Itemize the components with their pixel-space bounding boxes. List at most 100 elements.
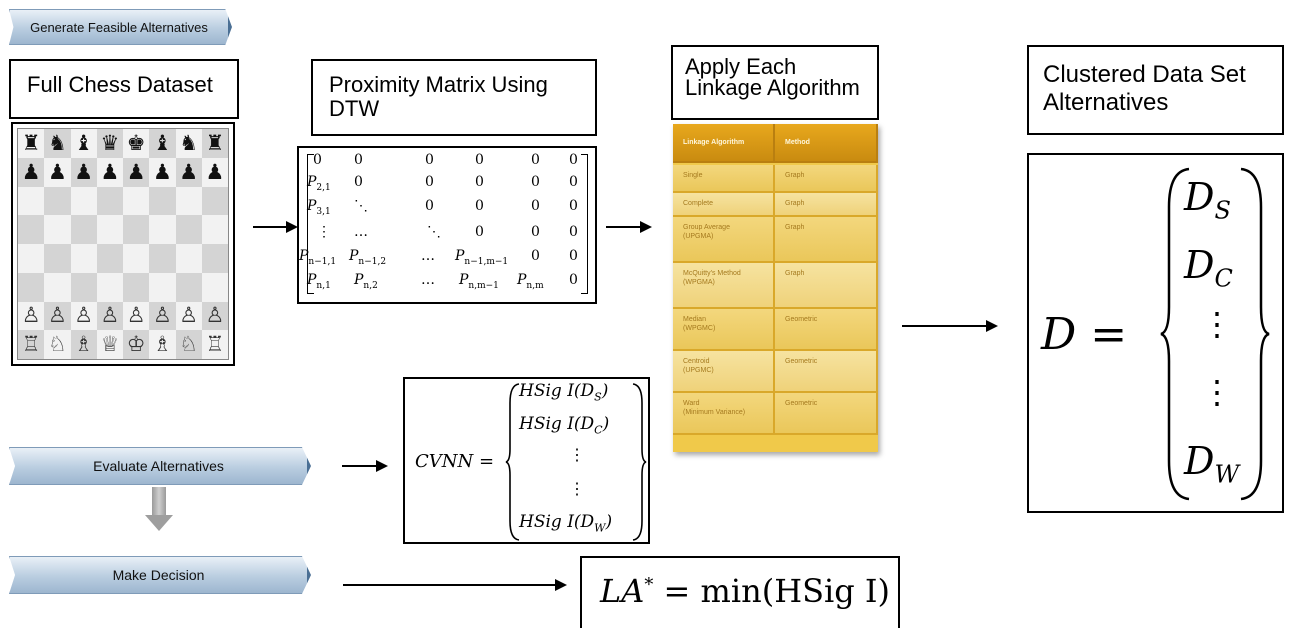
linkage-algorithm-subname: (Minimum Variance) [683,409,746,416]
linkage-algorithm-subname: (UPGMA) [683,233,714,240]
chess-square [70,215,97,244]
linkage-table-row: Group Average(UPGMA)Graph [673,217,878,263]
linkage-algorithm-name: Complete [683,200,713,207]
chess-piece: ♘ [44,330,71,359]
chess-piece: ♖ [201,330,228,359]
chess-piece: ♙ [70,301,97,331]
clustered-item-ds: DS [1184,175,1231,225]
matrix-entry: 0 [531,224,540,240]
clustered-right-brace [1240,167,1270,501]
chess-piece: ♚ [123,129,150,158]
cvnn-item-dc: HSig I(DC) [519,414,610,437]
chess-square [44,186,71,216]
cvnn-item-dw: HSig I(DW) [519,512,613,535]
matrix-entry: ⋱ [427,224,441,240]
chess-square [18,272,45,302]
down-arrow-evaluate-to-decide [152,487,166,517]
chess-piece: ♟ [70,157,97,187]
chess-square [201,186,228,216]
chess-square [123,186,150,216]
chess-piece: ♙ [44,301,71,331]
proximity-title-box: Proximity Matrix Using DTW [311,59,597,136]
matrix-left-bracket [307,154,314,294]
clustered-left-brace [1160,167,1190,501]
matrix-entry: Pn−1,2 [349,248,387,267]
chess-piece: ♘ [175,330,202,359]
matrix-entry: 0 [531,174,540,190]
matrix-entry: Pn,m [517,272,544,291]
chess-square [18,186,45,216]
matrix-entry: 0 [425,152,434,168]
linkage-algorithm-name: Centroid [683,358,710,365]
matrix-entry: … [354,224,368,240]
linkage-title-box: Apply Each Linkage Algorithm [671,45,879,120]
chess-board: ♜♞♝♛♚♝♞♜♟♟♟♟♟♟♟♟♙♙♙♙♙♙♙♙♖♘♗♕♔♗♘♖ [11,122,235,366]
chess-piece: ♞ [44,129,71,158]
cvnn-right-brace [632,383,647,541]
matrix-entry: Pn,2 [354,272,378,291]
chess-square [201,272,228,302]
chess-square [123,215,150,244]
linkage-method-cell: Geometric [775,351,878,393]
chess-square [70,272,97,302]
chess-piece: ♙ [175,301,202,331]
linkage-algorithm-subname: (WPGMA) [683,279,715,286]
chess-square [175,244,202,273]
cvnn-lhs: CVNN = [415,451,495,472]
matrix-entry: 0 [313,152,322,168]
matrix-entry: 0 [475,198,484,214]
linkage-method-cell: Graph [775,217,878,263]
matrix-entry: Pn,1 [307,272,331,291]
chess-square [96,272,123,302]
chess-square [149,215,176,244]
matrix-entry: 0 [354,174,363,190]
matrix-entry: 0 [531,248,540,264]
chess-dataset-title: Full Chess Dataset [27,72,213,97]
linkage-table-row: Centroid(UPGMC)Geometric [673,351,878,393]
cvnn-item-ds: HSig I(DS) [519,381,609,404]
chess-square [175,186,202,216]
chess-square [201,215,228,244]
chess-square [149,272,176,302]
chess-square [123,272,150,302]
chess-piece: ♟ [123,157,150,187]
cvnn-left-brace [505,383,520,541]
clustered-title-box: Clustered Data Set Alternatives [1027,45,1284,135]
linkage-algorithm-cell: Median(WPGMC) [673,309,775,351]
chess-piece: ♜ [201,129,228,158]
arrow-evaluate-to-cvnn-head [376,460,388,472]
matrix-entry: Pn−1,1 [299,248,337,267]
down-arrow-head [145,515,173,531]
chess-square [149,186,176,216]
matrix-entry: 0 [354,152,363,168]
matrix-entry: 0 [475,174,484,190]
matrix-entry: ⋮ [317,224,331,240]
chess-piece: ♗ [70,330,97,359]
chess-piece: ♞ [175,129,202,158]
matrix-entry: 0 [569,248,578,264]
chess-piece: ♝ [70,129,97,158]
chess-piece: ♙ [123,301,150,331]
chess-square [149,244,176,273]
linkage-algorithm-name: McQuitty's Method [683,270,741,277]
linkage-algorithm-cell: Single [673,165,775,193]
matrix-entry: 0 [569,174,578,190]
chess-piece: ♝ [149,129,176,158]
linkage-title: Apply Each Linkage Algorithm [685,54,860,100]
clustered-vdots-2: ⋮ [1201,373,1233,411]
chess-piece: ♛ [96,129,123,158]
chess-piece: ♟ [175,157,202,187]
chess-piece: ♔ [123,330,150,359]
chess-piece: ♕ [96,330,123,359]
chess-piece: ♟ [96,157,123,187]
chess-square [70,244,97,273]
arrow-linkage-to-clustered [902,325,988,327]
arrow-linkage-to-clustered-head [986,320,998,332]
chess-piece: ♗ [149,330,176,359]
matrix-entry: … [421,272,435,288]
linkage-method-cell: Graph [775,165,878,193]
chess-square [44,272,71,302]
chess-square [96,244,123,273]
